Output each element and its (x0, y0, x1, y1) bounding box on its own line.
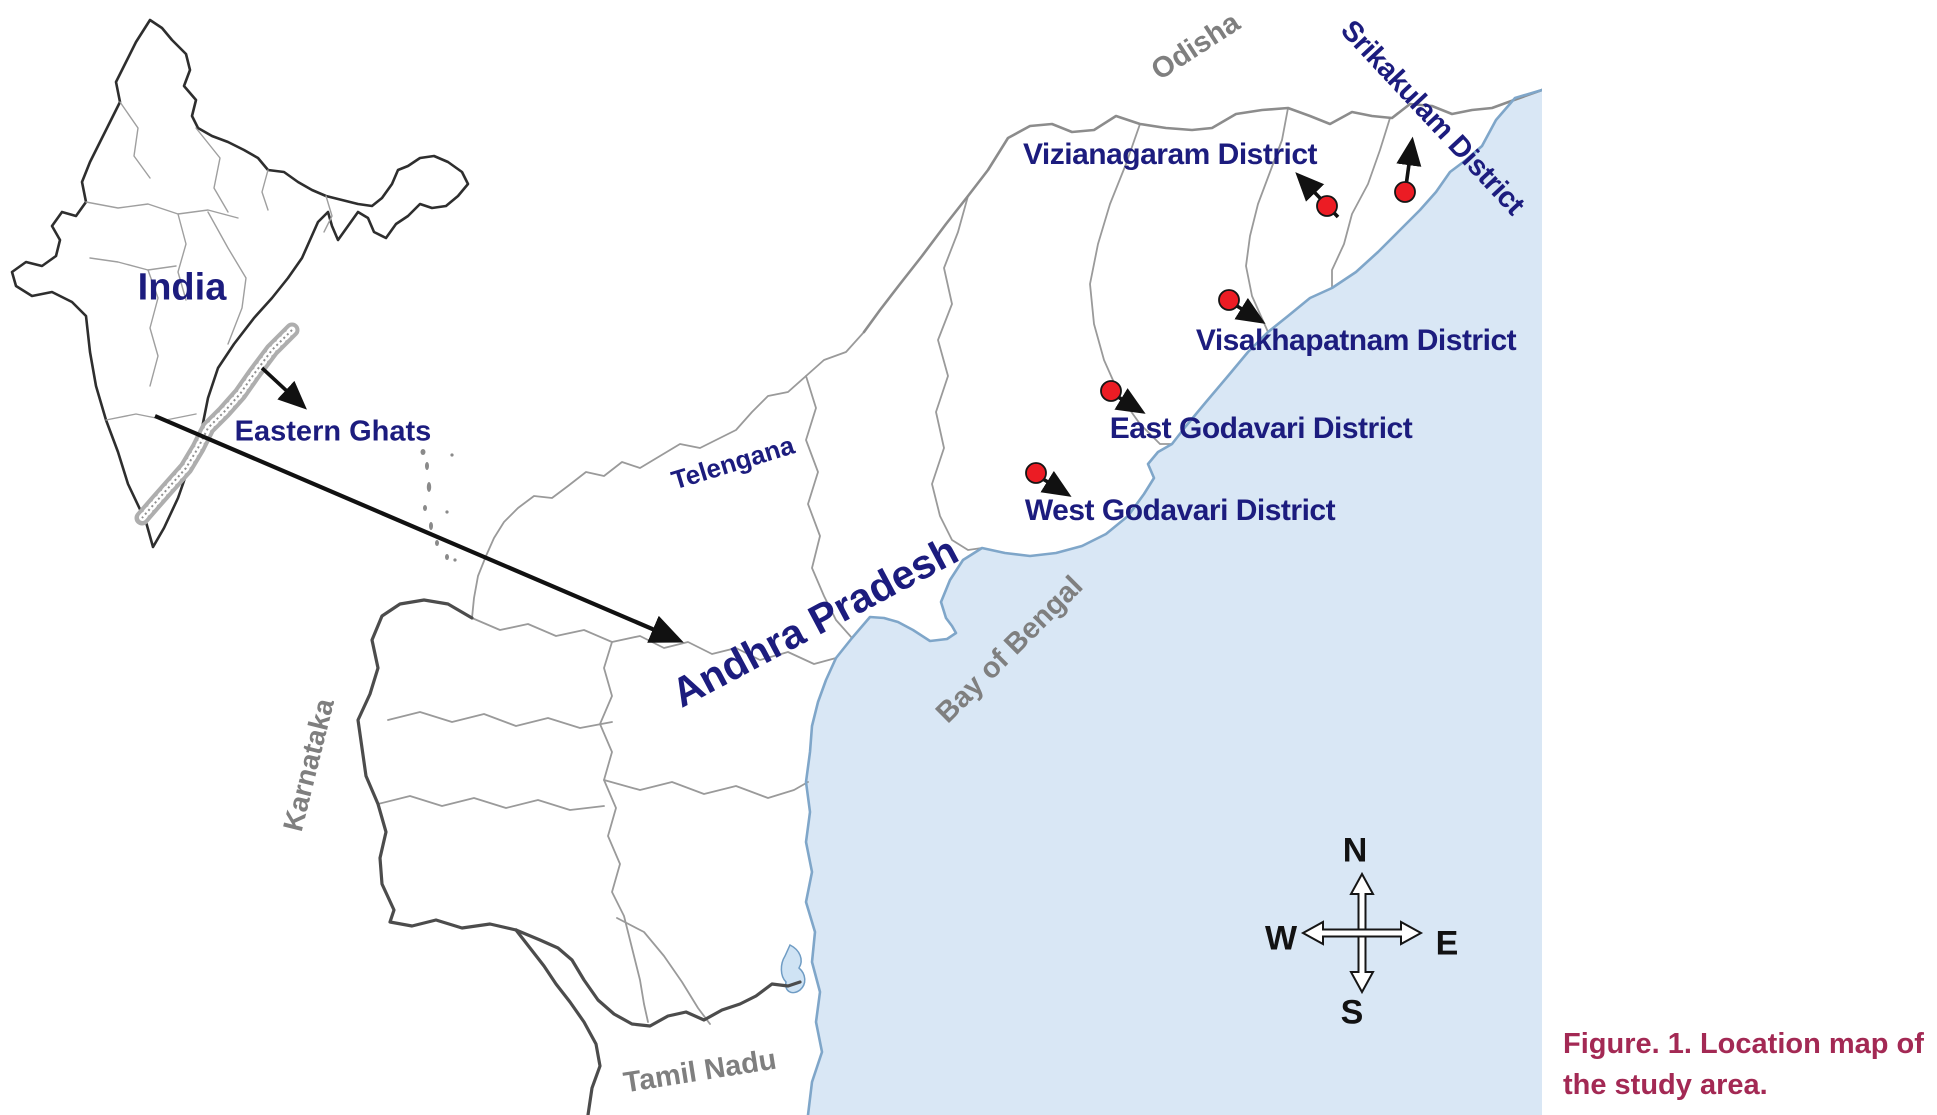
india-outline (10, 18, 470, 549)
compass-north-label: N (1342, 831, 1368, 870)
india-state-boundary (261, 169, 269, 211)
district-boundary (387, 711, 613, 729)
coastal-lake (780, 943, 806, 994)
india-state-boundary (207, 211, 247, 345)
west-godavari-district-label: West Godavari District (1024, 494, 1336, 527)
east-godavari-district-label: East Godavari District (1109, 412, 1413, 445)
india-state-boundary (119, 101, 151, 179)
compass-south-label: S (1340, 993, 1364, 1032)
india-state-boundary (89, 257, 177, 271)
west-godavari-site-arrow (1040, 470, 1072, 497)
figure-caption: Figure. 1. Location map of the study are… (1563, 1024, 1935, 1106)
india-label: India (137, 266, 227, 309)
study-site-marker (1025, 462, 1047, 484)
eastern-ghats-label: Eastern Ghats (234, 415, 432, 448)
compass-west-label: W (1264, 919, 1298, 958)
tamilnadu-state-border (514, 928, 802, 1028)
srikakulam-site-arrow (1396, 136, 1422, 187)
district-boundary (471, 617, 837, 665)
compass-east-label: E (1435, 924, 1459, 963)
study-site-marker (1100, 380, 1122, 402)
district-boundary (1089, 123, 1173, 445)
coastline (804, 88, 1542, 1115)
study-site-marker (1218, 289, 1240, 311)
district-boundary (1245, 107, 1289, 333)
india-state-boundary (147, 269, 159, 387)
district-boundary (377, 795, 605, 811)
east-godavari-site-arrow (1114, 388, 1146, 414)
district-boundary (599, 641, 649, 1023)
visakhapatnam-district-label: Visakhapatnam District (1195, 324, 1517, 357)
map-canvas (10, 18, 1542, 1115)
tamilnadu-west-border (514, 928, 602, 1115)
study-site-marker (1394, 181, 1416, 203)
district-boundary (805, 375, 853, 639)
compass-cross-icon (1300, 871, 1424, 995)
district-boundary (603, 779, 809, 799)
eastern-ghats-band-texture (141, 329, 293, 519)
eastern-ghats-arrow (260, 366, 307, 410)
district-boundary (471, 331, 865, 619)
study-site-marker (1316, 195, 1338, 217)
bay-of-bengal-sea (806, 90, 1542, 1115)
odisha-state-border (862, 88, 1542, 334)
india-state-boundary (105, 413, 197, 421)
india-state-boundary (323, 195, 333, 233)
inset-to-map-arrow (154, 414, 684, 643)
district-boundary (616, 917, 711, 1025)
andaman-islands (420, 449, 457, 562)
vizianagaram-district-label: Vizianagaram District (1022, 138, 1318, 171)
india-state-boundary (195, 127, 229, 213)
india-state-boundary (85, 201, 239, 219)
figure-caption-line2: the study area. (1563, 1069, 1768, 1101)
district-boundary (931, 195, 983, 551)
figure-caption-line1: Figure. 1. Location map of (1563, 1028, 1924, 1060)
district-boundary (1331, 117, 1391, 289)
visakhapatnam-site-arrow (1234, 297, 1266, 324)
karnataka-state-border (356, 598, 518, 932)
india-inset-map (10, 18, 470, 562)
india-state-boundary (177, 213, 187, 301)
